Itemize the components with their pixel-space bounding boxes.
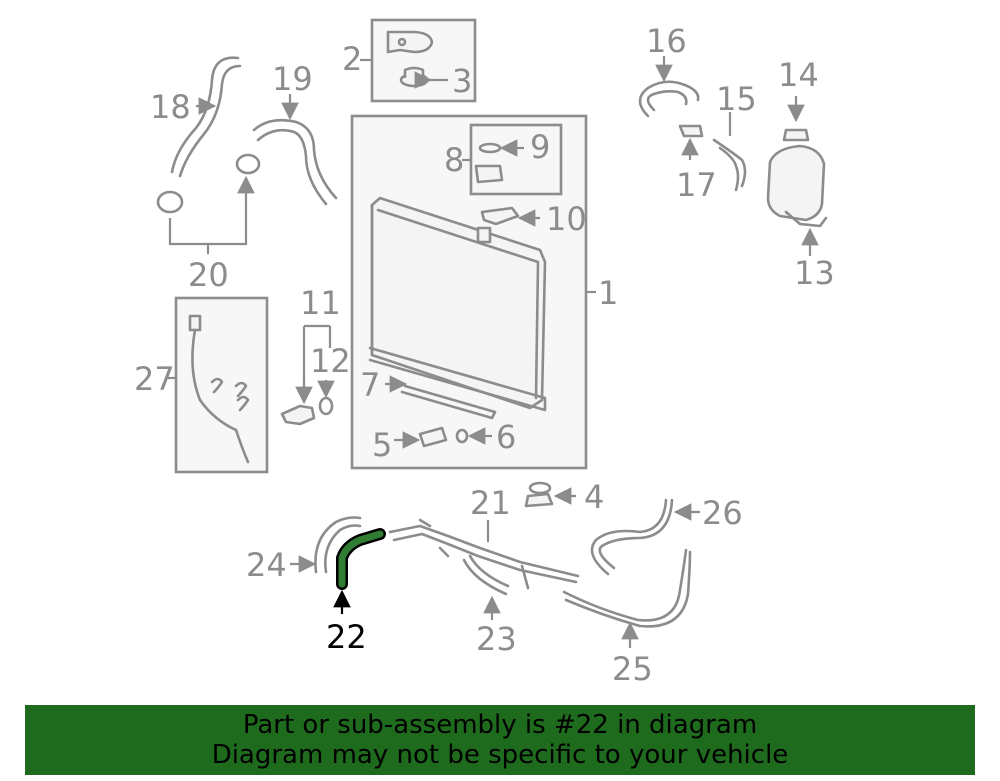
callout-6[interactable]: 6 — [496, 418, 516, 456]
callout-22[interactable]: 22 — [326, 618, 367, 656]
callout-11[interactable]: 11 — [300, 284, 341, 322]
callout-15[interactable]: 15 — [716, 80, 757, 118]
reservoir-group: 16 15 17 14 13 — [638, 22, 835, 292]
callout-21[interactable]: 21 — [470, 484, 511, 522]
upper-hoses: 18 19 20 — [150, 56, 338, 294]
callout-7[interactable]: 7 — [360, 366, 380, 404]
part-27-group: 27 — [134, 296, 269, 474]
callout-1[interactable]: 1 — [598, 274, 618, 312]
callout-4[interactable]: 4 — [584, 478, 604, 516]
callout-23[interactable]: 23 — [476, 620, 517, 658]
callout-26[interactable]: 26 — [702, 494, 743, 532]
callout-8[interactable]: 8 — [444, 141, 464, 179]
info-banner: Part or sub-assembly is #22 in diagram D… — [25, 705, 975, 775]
radiator-group: 8 9 10 7 5 6 1 — [350, 114, 618, 470]
callout-24[interactable]: 24 — [246, 546, 287, 584]
callout-9[interactable]: 9 — [530, 128, 550, 166]
callout-14[interactable]: 14 — [778, 56, 819, 94]
callout-20[interactable]: 20 — [188, 256, 229, 294]
callout-13[interactable]: 13 — [794, 254, 835, 292]
callout-10[interactable]: 10 — [546, 200, 587, 238]
part-11-12-group: 11 12 — [280, 284, 351, 426]
callout-5[interactable]: 5 — [372, 426, 392, 464]
callout-17[interactable]: 17 — [676, 166, 717, 204]
lower-hoses: 4 21 23 24 25 26 — [246, 478, 743, 688]
highlighted-part-22[interactable]: 22 — [326, 528, 386, 656]
callout-27[interactable]: 27 — [134, 360, 175, 398]
parts-diagram: 2 3 8 9 10 7 5 6 1 — [134, 18, 835, 688]
callout-12[interactable]: 12 — [310, 342, 351, 380]
callout-19[interactable]: 19 — [272, 60, 313, 98]
callout-25[interactable]: 25 — [612, 650, 653, 688]
banner-line-2: Diagram may not be specific to your vehi… — [211, 740, 789, 770]
banner-line-1: Part or sub-assembly is #22 in diagram — [242, 710, 758, 740]
part-2-3-group: 2 3 — [342, 18, 477, 103]
callout-18[interactable]: 18 — [150, 88, 191, 126]
callout-2[interactable]: 2 — [342, 40, 362, 78]
callout-3[interactable]: 3 — [452, 62, 472, 100]
callout-16[interactable]: 16 — [646, 22, 687, 60]
